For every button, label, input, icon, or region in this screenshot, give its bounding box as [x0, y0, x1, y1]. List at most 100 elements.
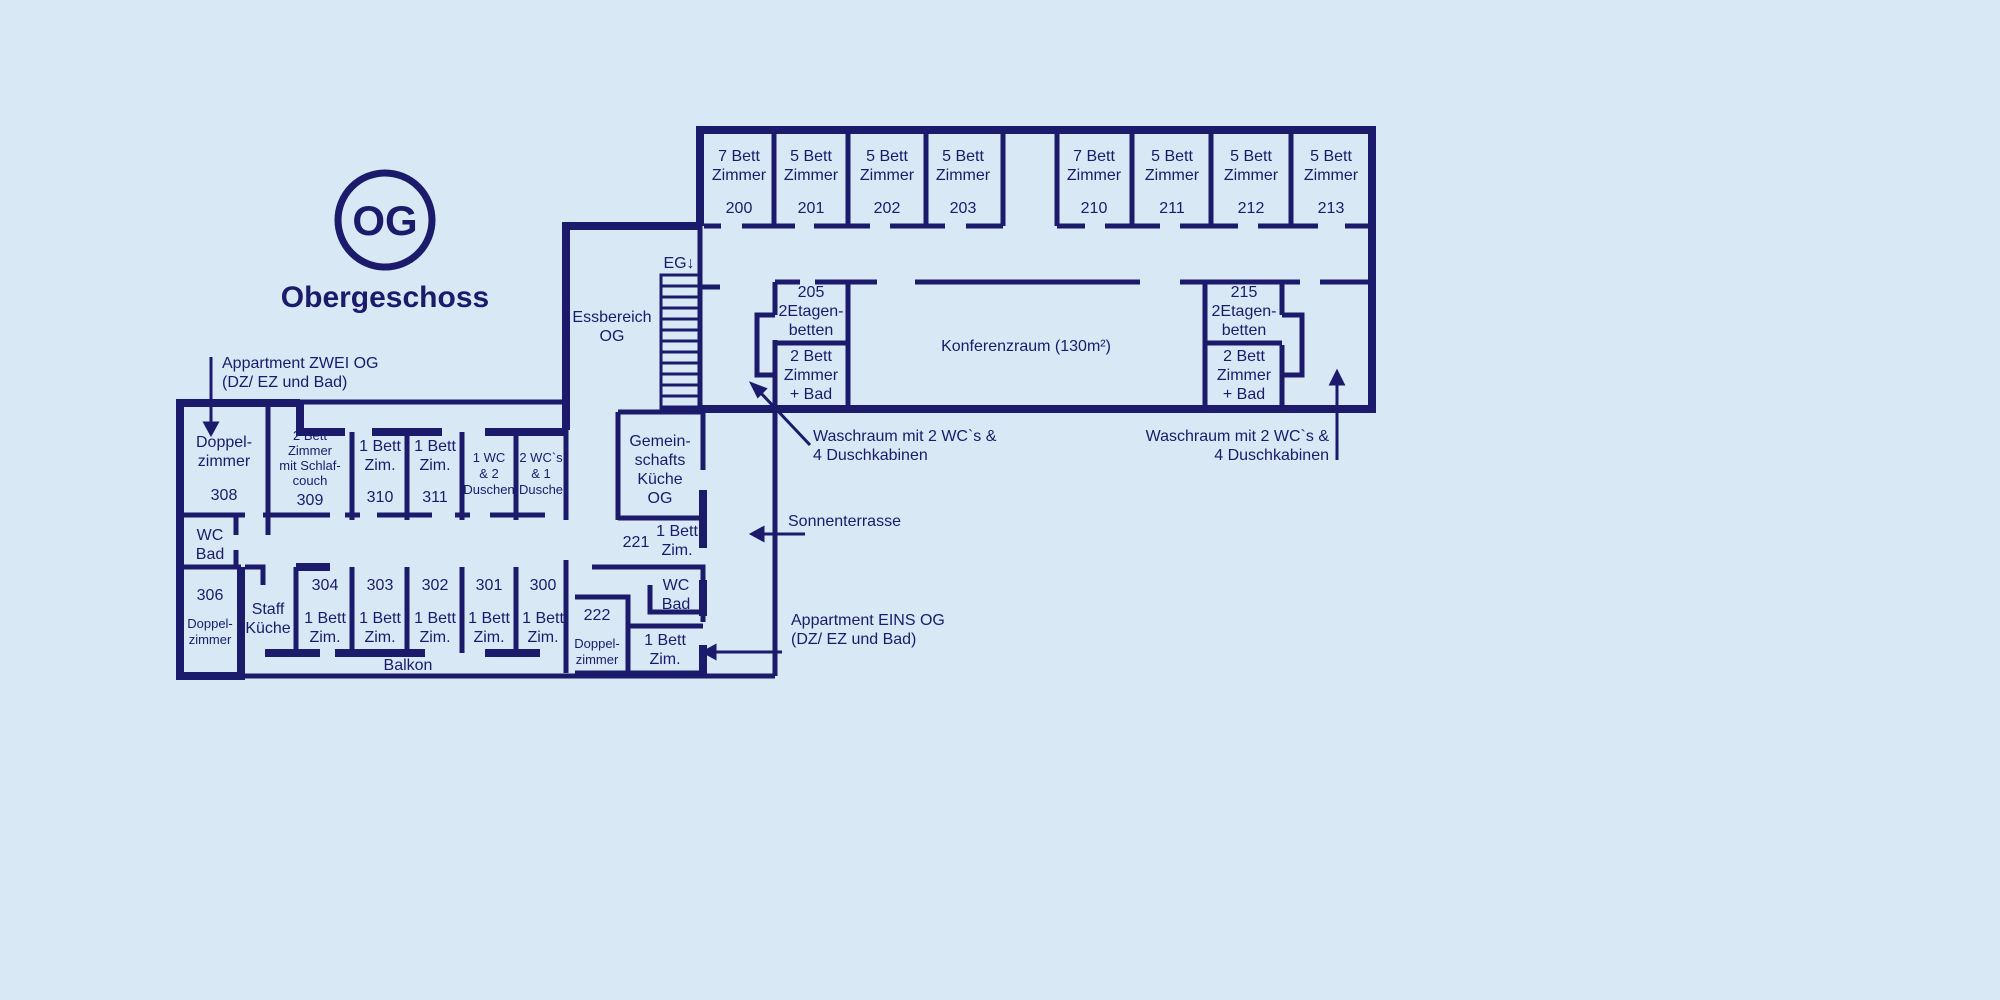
room-label-line: 1 Bett: [304, 610, 346, 627]
room-label-line: Gemein-: [629, 433, 690, 450]
room-number: 304: [312, 577, 339, 594]
room-label-line: Zim.: [527, 629, 558, 646]
room-number: 311: [422, 489, 448, 506]
room-label-line: 1 Bett: [359, 610, 401, 627]
room-label-line: 1 Bett: [522, 610, 564, 627]
room-label-line: 5 Bett: [790, 148, 832, 165]
annotation-arrows: [202, 357, 1346, 661]
room-label-line: 5 Bett: [1230, 148, 1272, 165]
room-label-line: Doppel-: [574, 636, 620, 651]
room-label-line: Duschen: [463, 482, 514, 497]
room-label-line: Zim.: [649, 651, 680, 668]
annotation-line: Waschraum mit 2 WC`s &: [813, 428, 997, 445]
room-number: 200: [726, 200, 753, 217]
room-konferenz: Konferenzraum (130m²): [941, 338, 1111, 355]
room-label-line: OG: [600, 328, 625, 345]
annotation-line: 4 Duschkabinen: [1214, 447, 1329, 464]
room-label-line: Bad: [662, 596, 690, 613]
room-label-line: Dusche: [519, 482, 563, 497]
room-label-line: 1 Bett: [656, 523, 698, 540]
room-label-line: 2 Bett: [1223, 348, 1265, 365]
room-number: 213: [1318, 200, 1345, 217]
annotation-line: Waschraum mit 2 WC`s &: [1146, 428, 1330, 445]
room-label-line: 2 Bett: [790, 348, 832, 365]
page-title: Obergeschoss: [281, 281, 489, 314]
room-label-line: betten: [789, 322, 833, 339]
room-label-line: Küche: [245, 620, 290, 637]
annotation-line: (DZ/ EZ und Bad): [791, 631, 916, 648]
room-number: 201: [798, 200, 825, 217]
room-label-line: EG↓: [663, 255, 694, 272]
room-label-line: Konferenzraum (130m²): [941, 338, 1111, 355]
annotation-wasch-r: Waschraum mit 2 WC`s & 4 Duschkabinen: [1146, 428, 1330, 464]
room-number: 306: [197, 587, 224, 604]
room-label-line: 1 WC: [473, 450, 506, 465]
arrow-head-icon: [1328, 368, 1346, 386]
og-badge-circle: [334, 169, 436, 271]
room-label-line: zimmer: [576, 652, 619, 667]
room-label-line: mit Schlaf-: [279, 458, 340, 473]
arrow-head-icon: [748, 525, 765, 543]
room-label-line: 7 Bett: [718, 148, 760, 165]
room-label-line: Zimmer: [1304, 167, 1359, 184]
room-label-line: Zimmer: [860, 167, 915, 184]
room-label-line: Zimmer: [1145, 167, 1200, 184]
room-label-line: 5 Bett: [942, 148, 984, 165]
og-logo: OG Obergeschoss: [281, 169, 489, 314]
room-number: 301: [476, 577, 503, 594]
room-number: 203: [950, 200, 977, 217]
room-label-line: + Bad: [1223, 386, 1265, 403]
room-label-line: Zim.: [419, 457, 450, 474]
room-label-line: 5 Bett: [1310, 148, 1352, 165]
arrow-head-icon: [700, 643, 717, 661]
room-label-line: 1 Bett: [468, 610, 510, 627]
room-label-line: Zimmer: [1217, 367, 1272, 384]
room-label-line: Doppel-: [196, 434, 252, 451]
room-label-line: & 1: [531, 466, 551, 481]
room-number: 222: [584, 607, 611, 624]
walls: [176, 126, 1376, 680]
room-label-line: Zimmer: [1224, 167, 1279, 184]
arrow-head-icon: [748, 381, 768, 399]
room-balkon: Balkon: [384, 657, 433, 674]
room-label-line: WC: [197, 527, 224, 544]
room-label-line: 215: [1231, 284, 1258, 301]
room-label-line: Zim.: [364, 457, 395, 474]
room-number: 221: [623, 534, 650, 551]
room-label-line: Zim.: [419, 629, 450, 646]
room-number: 212: [1238, 200, 1265, 217]
room-label-line: 5 Bett: [866, 148, 908, 165]
room-stairs: EG↓: [663, 255, 694, 272]
room-label-line: 2Etagen-: [779, 303, 844, 320]
room-number: 211: [1159, 200, 1185, 217]
room-number: 310: [367, 489, 394, 506]
room-label-line: Zim.: [473, 629, 504, 646]
annotation-line: Appartment EINS OG: [791, 612, 945, 629]
room-label-line: Zimmer: [936, 167, 991, 184]
room-label-line: Zimmer: [712, 167, 767, 184]
room-label-line: 2 WC`s: [519, 450, 563, 465]
room-label-line: Zimmer: [288, 443, 333, 458]
room-label-line: Essbereich: [572, 309, 651, 326]
